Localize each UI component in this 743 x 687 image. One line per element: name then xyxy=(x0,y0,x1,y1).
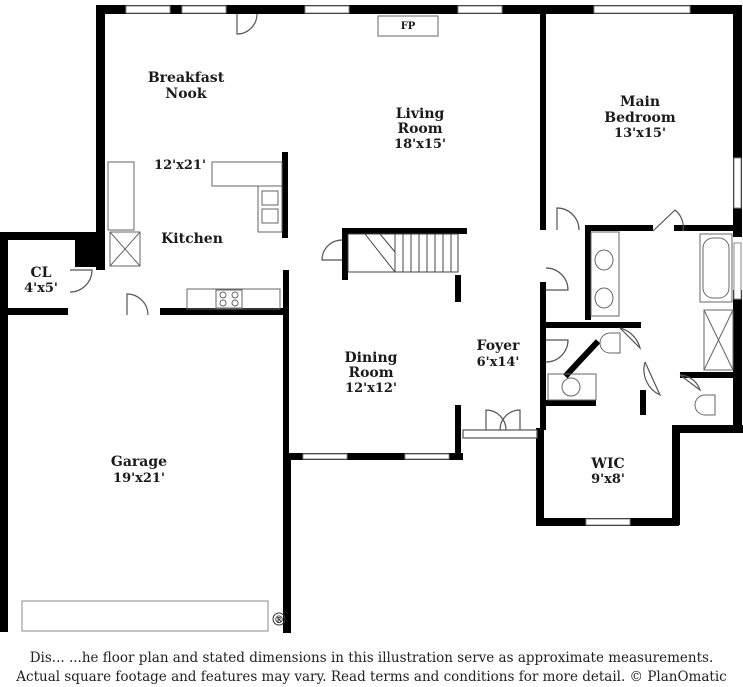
living-room-dim: 18'x15' xyxy=(394,137,446,152)
registered-mark-circle xyxy=(272,612,286,626)
breakfast-nook-label: Breakfast xyxy=(148,70,225,86)
bath-fixtures xyxy=(377,15,734,416)
main-bedroom-dim: 13'x15' xyxy=(614,126,666,141)
kitchen-dim: 12'x21' xyxy=(154,158,206,173)
closet-label: CL xyxy=(31,265,52,281)
disclaimer-line-2: Actual square footage and features may v… xyxy=(16,669,727,685)
living-room-label: Living xyxy=(396,106,445,122)
garage-label: Garage xyxy=(111,454,167,470)
exterior-walls xyxy=(0,5,743,633)
breakfast-nook-label-2: Nook xyxy=(165,86,206,102)
foyer-dim: 6'x14' xyxy=(477,355,520,370)
wic-dim: 9'x8' xyxy=(591,472,625,487)
room-labels: FP Breakfast Nook Living Room 18'x15' Ma… xyxy=(24,21,676,626)
living-room-label-2: Room xyxy=(397,121,442,137)
dining-room-dim: 12'x12' xyxy=(345,381,397,396)
doors xyxy=(69,13,702,439)
fireplace-label: FP xyxy=(401,21,416,32)
stairs xyxy=(347,233,459,273)
disclaimer: Dis... ...he floor plan and stated dimen… xyxy=(0,649,743,687)
disclaimer-line-1: Dis... ...he floor plan and stated dimen… xyxy=(29,650,714,666)
dining-room-label: Dining xyxy=(345,350,398,366)
registered-mark: ® xyxy=(274,615,284,626)
kitchen-label: Kitchen xyxy=(161,231,223,247)
windows xyxy=(21,5,742,632)
dining-room-label-2: Room xyxy=(348,365,393,381)
foyer-label: Foyer xyxy=(477,338,521,354)
main-bedroom-label: Main xyxy=(620,94,660,110)
main-bedroom-label-2: Bedroom xyxy=(604,110,676,126)
interior-walls xyxy=(8,14,733,455)
wic-label: WIC xyxy=(590,456,624,472)
closet-dim: 4'x5' xyxy=(24,281,58,296)
garage-dim: 19'x21' xyxy=(113,471,165,486)
kitchen-fixtures xyxy=(107,161,283,310)
